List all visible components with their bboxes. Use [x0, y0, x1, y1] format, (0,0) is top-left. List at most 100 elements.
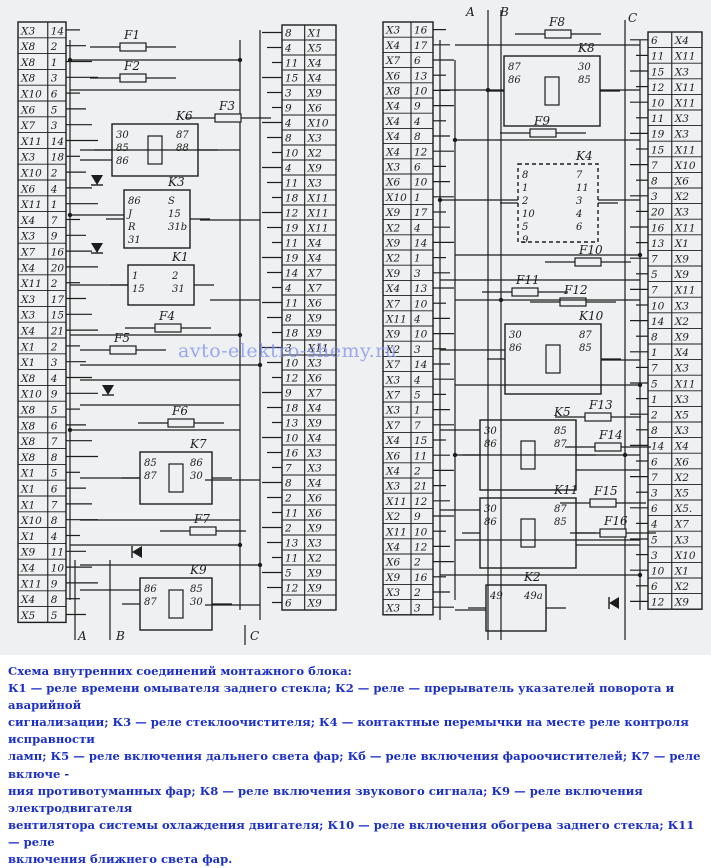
table-cell: 10 — [51, 563, 65, 575]
watermark: avto-elektro-shemy.ru — [178, 340, 398, 362]
fuse-label: F15 — [593, 484, 618, 498]
table-cell: 4 — [284, 283, 292, 295]
table-cell: 8 — [651, 425, 658, 437]
relay-name: K11 — [553, 483, 578, 497]
fuse-label: F8 — [548, 15, 565, 29]
table-cell: X2 — [674, 472, 689, 484]
table-cell: 9 — [51, 231, 58, 243]
relay-pin: 30 — [578, 62, 591, 73]
table-cell: X5 — [674, 488, 689, 500]
table-cell: X11 — [307, 208, 329, 220]
table-cell: 5 — [51, 104, 58, 116]
table-cell: X11 — [674, 82, 696, 94]
relay-pin: 30 — [484, 504, 497, 515]
bus-label-bottom: B — [115, 629, 125, 643]
table-cell: 1 — [414, 192, 421, 204]
table-cell: X11 — [307, 223, 329, 235]
table-cell: 2 — [50, 341, 58, 353]
relay-pin: 87 — [176, 130, 189, 141]
table-cell: X3 — [307, 538, 322, 550]
table-cell: X3 — [20, 310, 35, 322]
table-cell: X9 — [307, 523, 322, 535]
table-cell: X4 — [385, 40, 400, 52]
table-cell: X2 — [385, 344, 400, 356]
fuse-f6 — [167, 418, 195, 428]
table-cell: X11 — [385, 526, 407, 538]
relay-name: K8 — [577, 41, 595, 55]
table-cell: X1 — [20, 341, 35, 353]
bus-label-top: B — [499, 5, 509, 19]
table-cell: 6 — [651, 456, 658, 468]
relay-pin: 31 — [172, 284, 185, 295]
table-cell: 1 — [651, 394, 658, 406]
table-cell: 2 — [413, 557, 421, 569]
table-cell: X3 — [307, 178, 322, 190]
diode-body — [132, 546, 142, 558]
table-cell: X3 — [674, 129, 689, 141]
table-cell: X8 — [20, 436, 35, 448]
table-cell: 11 — [285, 508, 298, 520]
table-cell: 10 — [285, 148, 299, 160]
table-cell: 11 — [51, 547, 64, 559]
table-cell: 19 — [651, 129, 665, 141]
table-cell: X6 — [385, 177, 400, 189]
table-cell: X3 — [20, 152, 35, 164]
table-cell: 6 — [51, 89, 58, 101]
table-cell: X6 — [307, 103, 322, 115]
table-cell: 12 — [285, 583, 299, 595]
table-cell: 5 — [285, 568, 292, 580]
table-cell: X4 — [674, 441, 689, 453]
fuse-label: F13 — [588, 398, 613, 412]
table-cell: 3 — [51, 357, 58, 369]
relay-pin: 87 — [554, 439, 567, 450]
table-cell: X4 — [20, 594, 35, 606]
table-cell: X3 — [385, 481, 400, 493]
junction-dot — [437, 197, 443, 203]
relay-pin: 2 — [171, 271, 178, 282]
table-cell: X9 — [385, 238, 400, 250]
table-cell: 12 — [651, 597, 665, 609]
table-cell: X4 — [385, 116, 400, 128]
fuse-label: F12 — [563, 283, 588, 297]
fuse-label: F3 — [218, 99, 235, 113]
relay-pin: 31b — [168, 222, 187, 233]
table-cell: 13 — [414, 283, 428, 295]
table-cell: X1 — [307, 28, 322, 40]
fuse-f3 — [214, 113, 242, 123]
relay-pin: 9 — [522, 235, 529, 246]
table-cell: 9 — [414, 511, 421, 523]
table-cell: X3 — [20, 231, 35, 243]
table-cell: 10 — [285, 358, 299, 370]
relay-pin: 31 — [128, 235, 141, 246]
junction-dot — [498, 297, 504, 303]
table-cell: 4 — [50, 531, 58, 543]
caption: Схема внутренних соединений монтажного б… — [8, 663, 701, 868]
table-cell: X4 — [307, 403, 322, 415]
relay-name: K3 — [167, 175, 185, 189]
table-cell: 8 — [285, 133, 292, 145]
caption-line: сигнализации; К3 — реле стеклоочистителя… — [8, 715, 689, 747]
table-cell: X3 — [674, 534, 689, 546]
fuse-f10 — [574, 257, 602, 267]
table-cell: 3 — [651, 191, 658, 203]
table-cell: X9 — [385, 572, 400, 584]
relay-pin: 87 — [508, 62, 521, 73]
table-cell: X9 — [307, 328, 322, 340]
table-cell: X3 — [20, 294, 35, 306]
table-cell: X6 — [674, 456, 689, 468]
diode-icon — [91, 243, 103, 254]
table-cell: 8 — [285, 478, 292, 490]
table-cell: X1 — [674, 566, 689, 578]
table-cell: 6 — [651, 35, 658, 47]
relay-pin: 87 — [144, 597, 157, 608]
table-cell: X3 — [674, 425, 689, 437]
table-cell: 1 — [414, 253, 421, 265]
caption-line: ламп; К5 — реле включения дальнего света… — [8, 749, 701, 781]
table-cell: X8 — [20, 373, 35, 385]
table-cell: 17 — [414, 207, 428, 219]
